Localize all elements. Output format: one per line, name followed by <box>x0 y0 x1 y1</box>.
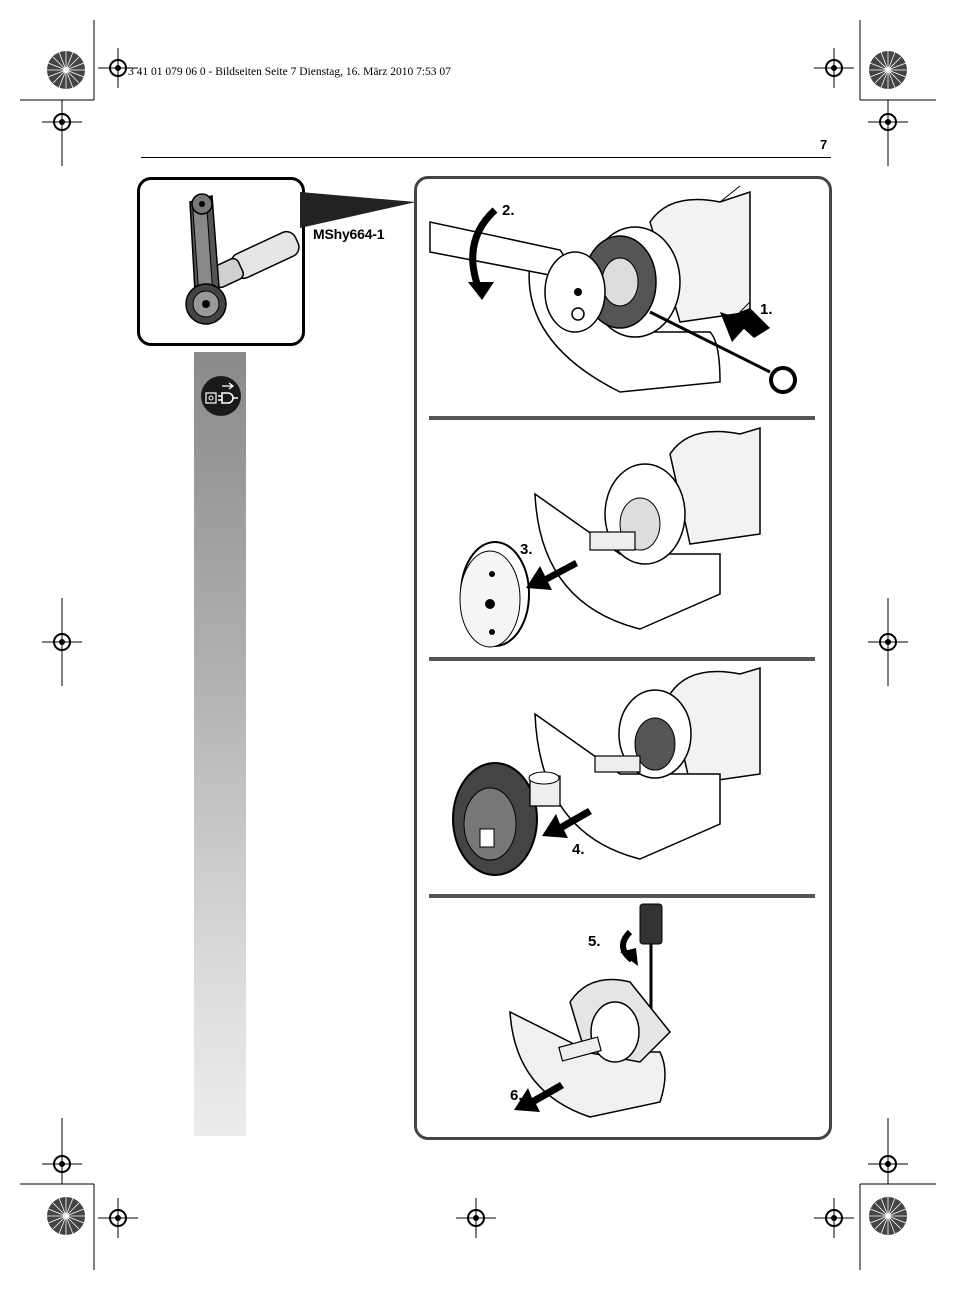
step-label-4: 4. <box>572 841 585 858</box>
unplug-before-work-icon <box>201 376 241 416</box>
step-label-2: 2. <box>502 202 515 219</box>
step-label-5: 5. <box>588 933 601 950</box>
print-slug: 3 41 01 079 06 0 - Bildseiten Seite 7 Di… <box>128 66 451 78</box>
tool-detail-box <box>137 177 305 346</box>
belt-sander-attachment-illustration <box>185 193 300 325</box>
registration-mark-icon <box>456 1198 496 1238</box>
registration-mark-icon <box>98 1198 138 1238</box>
panel-divider <box>429 416 815 420</box>
header-rule <box>141 157 831 158</box>
color-target-icon <box>47 51 85 89</box>
page-number: 7 <box>820 137 828 152</box>
step-panel-1-2-illustration <box>429 185 797 394</box>
step-label-1: 1. <box>760 301 773 318</box>
step-panel-4-illustration <box>452 666 761 876</box>
panel-divider <box>429 657 815 661</box>
model-label: MShy664-1 <box>313 226 385 242</box>
side-bar <box>194 352 246 1136</box>
panel-divider <box>429 894 815 898</box>
color-target-icon <box>47 1197 85 1235</box>
step-label-3: 3. <box>520 541 533 558</box>
color-target-icon <box>869 1197 907 1235</box>
registration-mark-icon <box>98 48 138 88</box>
step-panel-5-6-illustration <box>509 903 672 1118</box>
registration-mark-icon <box>814 1198 854 1238</box>
registration-mark-icon <box>814 48 854 88</box>
callout-pointer <box>300 192 416 228</box>
step-label-6: 6. <box>510 1087 523 1104</box>
step-panel-3-illustration <box>459 426 761 648</box>
color-target-icon <box>869 51 907 89</box>
